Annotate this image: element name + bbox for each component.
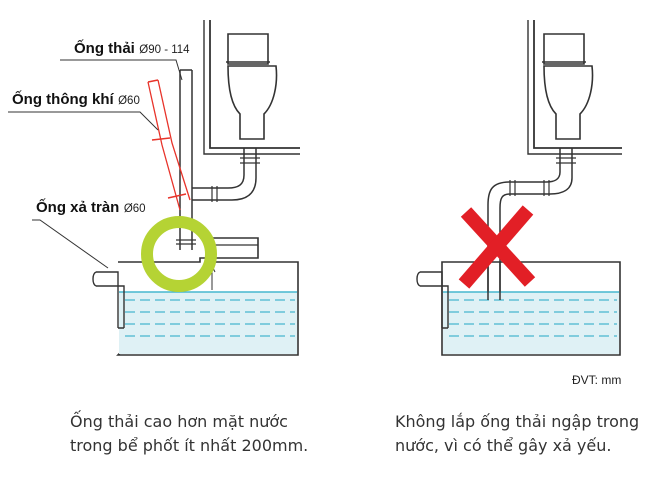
- toilet-left: [225, 33, 278, 140]
- overflow-pipe-left: [96, 271, 125, 329]
- waste-pipe-label: Ống thải Ø90 - 114: [74, 40, 190, 57]
- water-right: [443, 292, 619, 354]
- toilet-right: [541, 33, 594, 140]
- overflow-pipe-label: Ống xả tràn Ø60: [36, 199, 146, 216]
- wall-right: [533, 20, 622, 149]
- caption-correct-line-1: Ống thải cao hơn mặt nước: [70, 412, 288, 431]
- water-left: [119, 292, 297, 354]
- overflow-pipe-right: [420, 271, 449, 329]
- caption-wrong: Không lắp ống thải ngập trong nước, vì c…: [395, 410, 639, 458]
- caption-wrong-line-1: Không lắp ống thải ngập trong: [395, 412, 640, 431]
- wrong-installation-diagram: [416, 20, 622, 356]
- caption-wrong-line-2: nước, vì có thể gây xả yếu.: [395, 436, 612, 455]
- wall-left: [209, 20, 300, 149]
- vent-pipe-label: Ống thông khí Ø60: [12, 91, 140, 108]
- unit-note: ĐVT: mm: [572, 373, 622, 387]
- correct-installation-diagram: [8, 20, 300, 356]
- caption-correct-line-2: trong bể phốt ít nhất 200mm.: [70, 436, 309, 455]
- vent-pipe-left: [147, 79, 191, 211]
- highlight-ring: [141, 216, 217, 292]
- caption-correct: Ống thải cao hơn mặt nước trong bể phốt …: [70, 410, 308, 458]
- cross-icon: [458, 205, 536, 289]
